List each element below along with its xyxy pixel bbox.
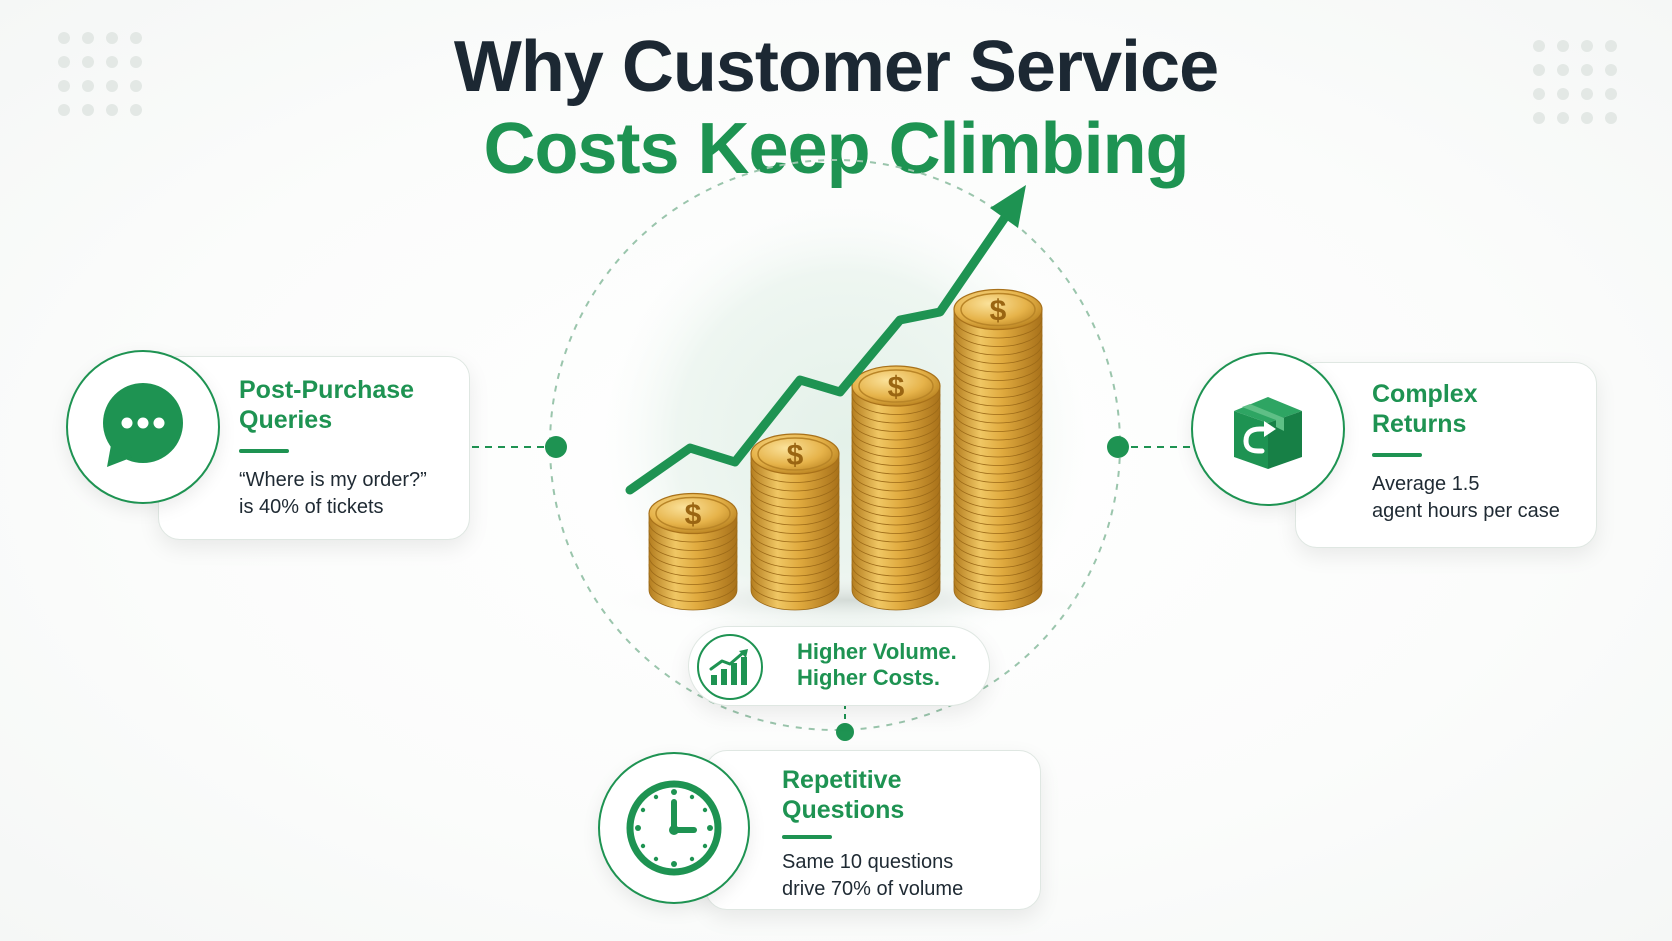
card-repetitive-rule bbox=[782, 835, 832, 839]
card-repetitive-title-line2: Questions bbox=[782, 796, 905, 824]
card-repetitive: Repetitive Questions Same 10 questions d… bbox=[705, 750, 1041, 910]
dollar-sign-icon: $ bbox=[888, 371, 905, 404]
chat-bubble-icon bbox=[103, 383, 183, 467]
center-badge-line2: Higher Costs. bbox=[797, 665, 941, 690]
decorative-dots-right bbox=[1533, 40, 1617, 124]
card-returns-text-line2: agent hours per case bbox=[1372, 500, 1560, 522]
card-repetitive-title-line1: Repetitive bbox=[782, 766, 902, 794]
card-returns-title: Complex Returns bbox=[1372, 379, 1478, 439]
title-line-1: Why Customer Service bbox=[453, 27, 1219, 107]
card-returns-icon-circle bbox=[1191, 352, 1345, 506]
connector-node-left bbox=[545, 436, 567, 458]
dollar-sign-icon: $ bbox=[990, 295, 1007, 328]
card-post-purchase-text-line2: is 40% of tickets bbox=[239, 496, 384, 518]
card-post-purchase-rule bbox=[239, 449, 289, 453]
card-post-purchase-text-line1: “Where is my order?” bbox=[239, 469, 427, 491]
page-title: Why Customer Service Costs Keep Climbing bbox=[0, 26, 1672, 190]
connector-node-bottom bbox=[836, 723, 854, 741]
dollar-sign-icon: $ bbox=[685, 499, 702, 532]
rising-arrow-head bbox=[990, 185, 1026, 228]
card-post-purchase-title-line1: Post-Purchase bbox=[239, 376, 415, 404]
title-line-2: Costs Keep Climbing bbox=[483, 109, 1189, 189]
center-badge: Higher Volume. Higher Costs. bbox=[688, 626, 990, 706]
card-post-purchase-title-line2: Queries bbox=[239, 406, 333, 434]
card-returns: Complex Returns Average 1.5 agent hours … bbox=[1295, 362, 1597, 548]
card-returns-title-line1: Complex bbox=[1372, 380, 1478, 408]
coin-stack-1: $ bbox=[648, 492, 738, 611]
coin-stack-3: $ bbox=[851, 365, 941, 611]
card-returns-rule bbox=[1372, 453, 1422, 457]
rising-arrow-line bbox=[625, 205, 1015, 495]
coin-stacks: $ $ $ $ bbox=[648, 288, 1043, 611]
card-returns-title-line2: Returns bbox=[1372, 410, 1467, 438]
return-box-icon bbox=[1234, 397, 1302, 469]
card-repetitive-text: Same 10 questions drive 70% of volume bbox=[782, 849, 963, 903]
center-badge-text: Higher Volume. Higher Costs. bbox=[797, 639, 957, 691]
bar-chart-growth-icon bbox=[709, 649, 748, 685]
clock-icon bbox=[626, 780, 722, 876]
card-returns-text: Average 1.5 agent hours per case bbox=[1372, 471, 1560, 525]
coin-stack-4: $ bbox=[953, 288, 1043, 611]
dollar-sign-icon: $ bbox=[787, 439, 804, 472]
center-badge-line1: Higher Volume. bbox=[797, 639, 957, 664]
card-repetitive-title: Repetitive Questions bbox=[782, 765, 904, 825]
decorative-dots-left bbox=[58, 32, 142, 116]
card-post-purchase-title: Post-Purchase Queries bbox=[239, 375, 414, 435]
card-repetitive-icon-circle bbox=[598, 752, 750, 904]
coin-stack-2: $ bbox=[750, 433, 840, 611]
card-returns-text-line1: Average 1.5 bbox=[1372, 473, 1480, 495]
connector-node-right bbox=[1107, 436, 1129, 458]
card-post-purchase: Post-Purchase Queries “Where is my order… bbox=[158, 356, 470, 540]
card-post-purchase-icon-circle bbox=[66, 350, 220, 504]
card-repetitive-text-line2: drive 70% of volume bbox=[782, 878, 964, 900]
card-repetitive-text-line1: Same 10 questions bbox=[782, 851, 954, 873]
card-post-purchase-text: “Where is my order?” is 40% of tickets bbox=[239, 467, 427, 521]
center-badge-icon-circle bbox=[697, 634, 763, 700]
